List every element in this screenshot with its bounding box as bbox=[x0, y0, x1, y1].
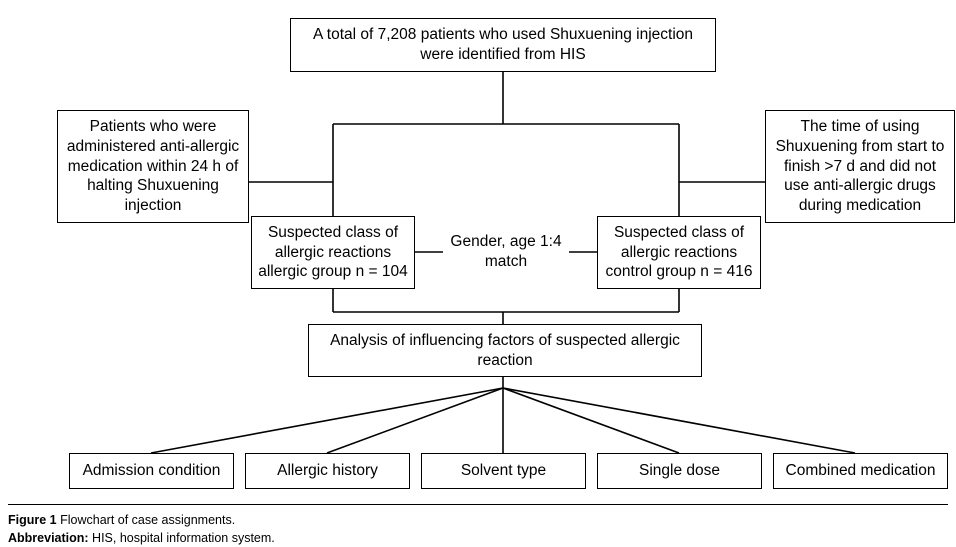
outcome-box-single-dose: Single dose bbox=[597, 453, 762, 489]
outcome-box-allergic-history: Allergic history bbox=[245, 453, 410, 489]
outcome-box-admission-condition: Admission condition bbox=[69, 453, 234, 489]
box-analysis: Analysis of influencing factors of suspe… bbox=[308, 324, 702, 377]
figure-caption: Figure 1 Flowchart of case assignments. … bbox=[8, 511, 275, 547]
figure-caption-label: Figure 1 bbox=[8, 513, 57, 527]
caption-divider bbox=[8, 504, 948, 505]
box-allergic-group: Suspected class of allergic reactions al… bbox=[251, 216, 415, 289]
box-left-exclusion: Patients who were administered anti-alle… bbox=[57, 110, 249, 223]
box-right-exclusion: The time of using Shuxuening from start … bbox=[765, 110, 955, 223]
outcome-box-combined-medication: Combined medication bbox=[773, 453, 948, 489]
abbreviation-text: HIS, hospital information system. bbox=[92, 531, 275, 546]
figure-caption-text: Flowchart of case assignments. bbox=[60, 513, 236, 527]
match-label: Gender, age 1:4 match bbox=[443, 228, 569, 276]
abbreviation-label: Abbreviation: bbox=[8, 531, 89, 546]
box-total-patients: A total of 7,208 patients who used Shuxu… bbox=[290, 18, 716, 72]
outcome-box-solvent-type: Solvent type bbox=[421, 453, 586, 489]
box-control-group: Suspected class of allergic reactions co… bbox=[597, 216, 761, 289]
